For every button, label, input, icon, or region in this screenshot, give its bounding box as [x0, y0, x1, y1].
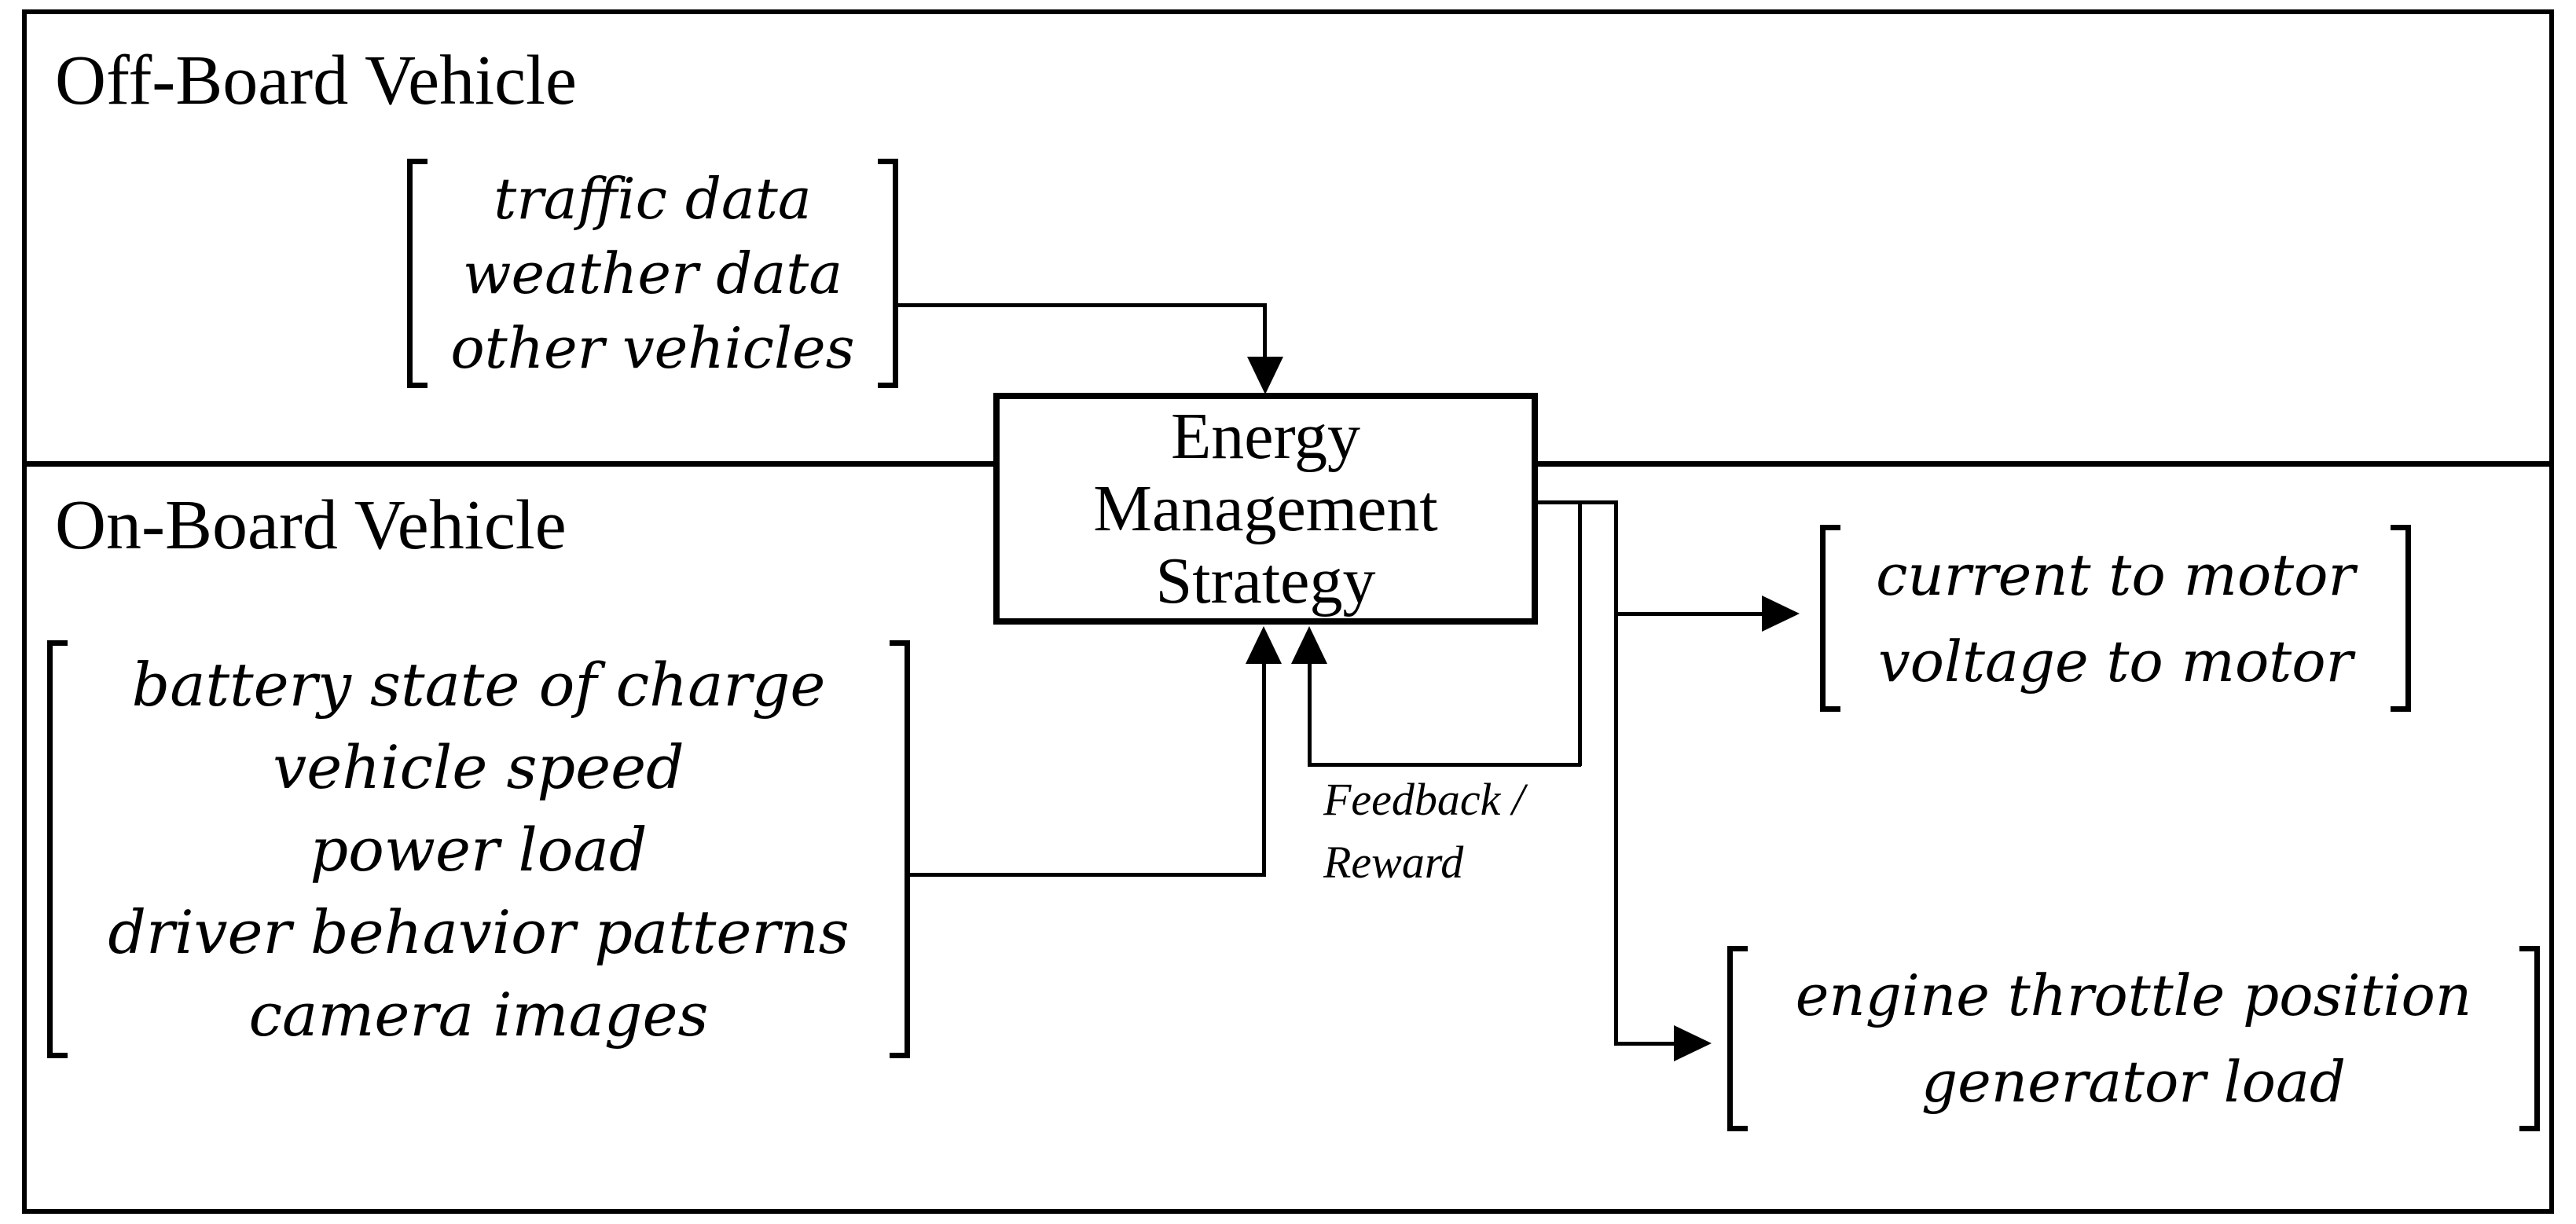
ems-box-line: Energy: [1170, 399, 1361, 473]
onboard-input-matrix: battery state of charge vehicle speed po…: [47, 640, 910, 1058]
motor-output-matrix: current to motor voltage to motor: [1820, 525, 2411, 712]
ems-box-line: Strategy: [1155, 544, 1376, 617]
matrix-row: vehicle speed: [273, 731, 684, 802]
right-bracket: [2391, 525, 2411, 712]
matrix-row: current to motor: [1876, 542, 2355, 608]
output-trunk-line-vertical: [1614, 500, 1618, 1046]
ems-box-line: Management: [1093, 471, 1438, 545]
feedback-label: Feedback / Reward: [1323, 768, 1525, 894]
left-bracket: [407, 159, 427, 388]
arrowhead-right-icon: [1674, 1025, 1712, 1061]
matrix-row: power load: [310, 814, 648, 885]
output-trunk-line-horizontal: [1535, 500, 1618, 504]
feedback-label-line: Feedback /: [1323, 774, 1525, 825]
feedback-line-horizontal: [1308, 763, 1581, 767]
offboard-input-matrix: traffic data weather data other vehicles: [407, 159, 898, 388]
left-bracket: [1727, 946, 1748, 1131]
matrix-row: generator load: [1921, 1049, 2346, 1115]
engine-output-line: [1614, 1042, 1675, 1046]
matrix-row: weather data: [462, 240, 843, 306]
matrix-row: driver behavior patterns: [108, 896, 849, 967]
offboard-input-line-horizontal: [898, 303, 1265, 307]
matrix-row: voltage to motor: [1878, 628, 2353, 694]
left-bracket: [1820, 525, 1840, 712]
feedback-line-up: [1308, 664, 1312, 764]
offboard-section-label: Off-Board Vehicle: [55, 42, 577, 119]
engine-output-matrix: engine throttle position generator load: [1727, 946, 2540, 1131]
onboard-section-label: On-Board Vehicle: [55, 486, 567, 564]
matrix-row: battery state of charge: [131, 649, 826, 720]
arrowhead-right-icon: [1762, 596, 1800, 632]
diagram-frame-border: [22, 9, 2554, 1214]
offboard-input-line-vertical: [1263, 303, 1267, 360]
matrix-row: camera images: [248, 979, 709, 1050]
arrowhead-up-icon: [1291, 626, 1327, 664]
feedback-label-line: Reward: [1323, 837, 1464, 888]
right-bracket: [878, 159, 898, 388]
feedback-line-down: [1578, 503, 1582, 766]
matrix-row: other vehicles: [450, 314, 855, 381]
left-bracket: [47, 640, 68, 1058]
right-bracket: [2519, 946, 2540, 1131]
matrix-row: engine throttle position: [1795, 962, 2472, 1028]
onboard-input-line-vertical: [1262, 662, 1266, 877]
onboard-input-line-horizontal: [908, 873, 1266, 877]
arrowhead-up-icon: [1246, 626, 1282, 664]
motor-output-line: [1614, 612, 1763, 616]
arrowhead-down-icon: [1247, 357, 1283, 394]
matrix-row: traffic data: [494, 165, 812, 232]
right-bracket: [890, 640, 910, 1058]
ems-box: Energy Management Strategy: [993, 393, 1538, 625]
